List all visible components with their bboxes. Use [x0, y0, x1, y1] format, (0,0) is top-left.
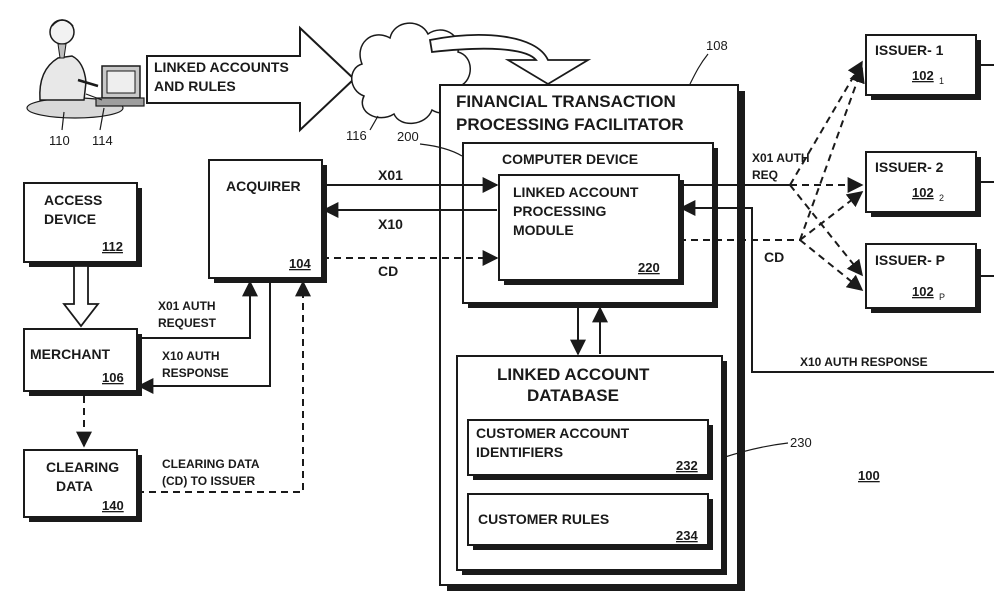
merchant-box	[23, 328, 142, 396]
person-at-computer-icon	[26, 19, 145, 119]
ref-system: 100	[858, 468, 880, 483]
processing-module-line1: LINKED ACCOUNT	[513, 184, 639, 200]
x10-auth-response-line1: X10 AUTH	[162, 349, 220, 363]
customer-rules-label: CUSTOMER RULES	[478, 511, 609, 527]
access-to-merchant-arrow	[62, 265, 100, 328]
clearing-data-box	[23, 449, 142, 522]
access-device-box	[23, 182, 142, 267]
issuer1-box	[865, 34, 981, 100]
clearing-data-line1: CLEARING	[46, 459, 119, 475]
clearing-data-to-issuer-line1: CLEARING DATA	[162, 457, 260, 471]
issuer2-sub: 2	[939, 193, 944, 203]
merchant-label: MERCHANT	[30, 346, 111, 362]
customer-identifiers-line1: CUSTOMER ACCOUNT	[476, 425, 630, 441]
merchant-ref: 106	[102, 370, 124, 385]
ref-facilitator: 108	[706, 38, 728, 53]
issuerp-box	[865, 243, 981, 313]
database-title-line1: LINKED ACCOUNT	[497, 365, 650, 384]
issuerp-sub: P	[939, 292, 945, 302]
customer-rules-ref: 234	[676, 528, 698, 543]
processing-module-line3: MODULE	[513, 222, 574, 238]
database-title-line2: DATABASE	[527, 386, 619, 405]
x01-auth-req-line2: REQ	[752, 168, 778, 182]
access-device-line2: DEVICE	[44, 211, 96, 227]
acquirer-ref: 104	[289, 256, 311, 271]
processing-module-ref: 220	[638, 260, 660, 275]
linked-accounts-arrow	[146, 25, 356, 133]
computer-device-label: COMPUTER DEVICE	[502, 151, 638, 167]
ref-network: 116	[346, 128, 367, 143]
linked-accounts-label-line1: LINKED ACCOUNTS	[154, 59, 289, 75]
clearing-data-line2: DATA	[56, 478, 93, 494]
processing-module-line2: PROCESSING	[513, 203, 606, 219]
access-device-line1: ACCESS	[44, 192, 102, 208]
customer-rules-box	[467, 493, 713, 550]
facilitator-title-line2: PROCESSING FACILITATOR	[456, 115, 684, 134]
issuerp-label: ISSUER- P	[875, 252, 945, 268]
customer-identifiers-box	[467, 419, 713, 480]
issuer2-label: ISSUER- 2	[875, 159, 944, 175]
x01-label: X01	[378, 167, 403, 183]
facilitator-title-line1: FINANCIAL TRANSACTION	[456, 92, 676, 111]
issuer1-ref: 102	[912, 68, 934, 83]
customer-identifiers-line2: IDENTIFIERS	[476, 444, 563, 460]
processing-module-box	[498, 174, 684, 285]
clearing-data-ref: 140	[102, 498, 124, 513]
ref-computer-device: 200	[397, 129, 419, 144]
cd-label: CD	[378, 263, 398, 279]
ref-database: 230	[790, 435, 812, 450]
access-device-ref: 112	[102, 239, 123, 254]
linked-accounts-label-line2: AND RULES	[154, 78, 236, 94]
issuer1-sub: 1	[939, 76, 944, 86]
x01-auth-request-line1: X01 AUTH	[158, 299, 216, 313]
x10-auth-response-line2: RESPONSE	[162, 366, 229, 380]
x10-label: X10	[378, 216, 403, 232]
x01-auth-req-line1: X01 AUTH	[752, 151, 810, 165]
x10-auth-response-label: X10 AUTH RESPONSE	[800, 355, 928, 369]
cd-right-label: CD	[764, 249, 784, 265]
x01-auth-request-line2: REQUEST	[158, 316, 217, 330]
customer-identifiers-ref: 232	[676, 458, 698, 473]
issuerp-ref: 102	[912, 284, 934, 299]
issuer1-label: ISSUER- 1	[875, 42, 944, 58]
acquirer-box	[208, 159, 327, 283]
clearing-data-to-issuer-line2: (CD) TO ISSUER	[162, 474, 255, 488]
ref-computer: 114	[92, 133, 113, 148]
issuer2-box	[865, 151, 981, 217]
ref-user: 110	[49, 133, 70, 148]
issuer2-ref: 102	[912, 185, 934, 200]
acquirer-label: ACQUIRER	[226, 178, 301, 194]
